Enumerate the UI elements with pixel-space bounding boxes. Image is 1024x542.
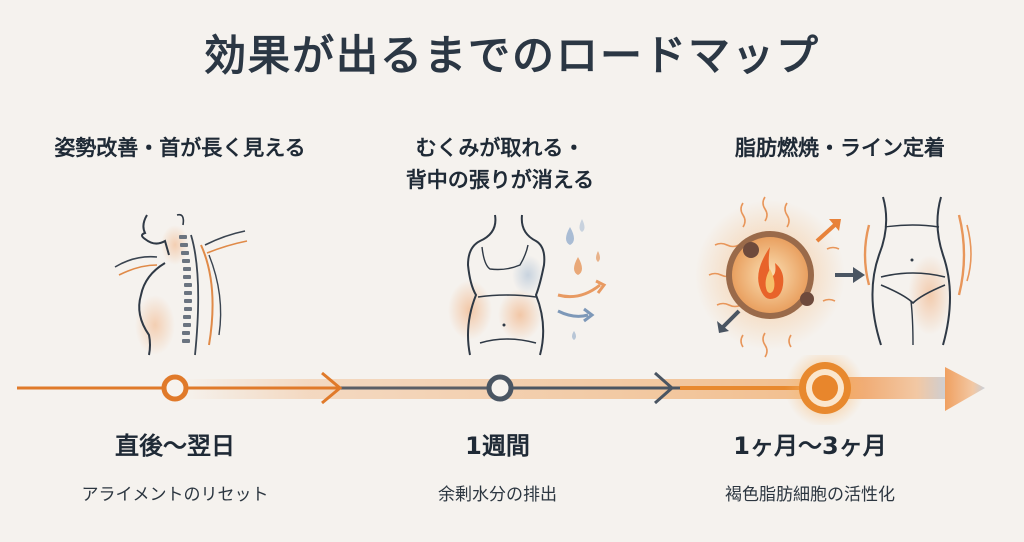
stage-2-time: 1週間 xyxy=(465,432,530,460)
stage-1-heading-line: 姿勢改善・首が長く見える xyxy=(54,136,306,160)
stage-2-heading: むくみが取れる・ 背中の張りが消える xyxy=(360,132,640,196)
posture-spine-icon xyxy=(114,213,248,356)
stage-3-heading: 脂肪燃焼・ライン定着 xyxy=(680,132,1000,164)
stage-1-description: アライメントのリセット xyxy=(81,485,269,505)
stage-3-description: 褐色脂肪細胞の活性化 xyxy=(725,485,895,505)
page-title: 効果が出るまでのロードマップ xyxy=(203,31,820,80)
stage-1-marker xyxy=(161,374,189,402)
stage-3-time: 1ヶ月〜3ヶ月 xyxy=(733,432,887,460)
stage-1-time: 直後〜翌日 xyxy=(115,432,235,460)
fat-cell-burning-waist-icon xyxy=(695,196,972,358)
stage-2-heading-line-2: 背中の張りが消える xyxy=(405,168,595,192)
torso-water-drops-icon xyxy=(448,214,607,356)
stage-2-description: 余剰水分の排出 xyxy=(438,485,557,505)
stage-2-heading-line-1: むくみが取れる・ xyxy=(415,136,585,160)
stage-2-marker xyxy=(486,374,514,402)
stage-1-heading: 姿勢改善・首が長く見える xyxy=(10,132,350,164)
timeline xyxy=(17,355,985,425)
stage-3-heading-line: 脂肪燃焼・ライン定着 xyxy=(735,136,945,160)
